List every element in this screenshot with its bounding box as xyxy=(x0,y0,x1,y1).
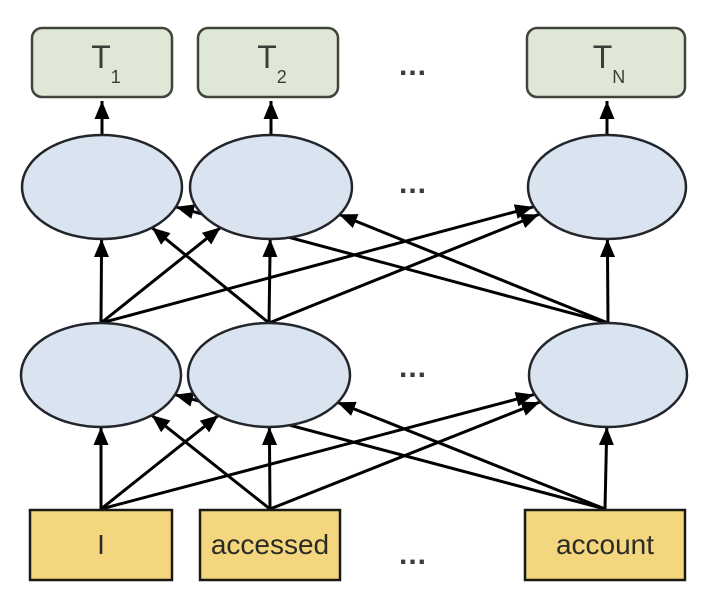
output-label-1-sub: 1 xyxy=(111,67,121,87)
arrow-input-3-to-hidden-bottom-3 xyxy=(598,426,614,510)
hidden-node-bottom-2 xyxy=(186,321,352,429)
ellipsis-hidden-bottom-row: ... xyxy=(399,351,427,384)
arrow-hidden-bottom-1-to-hidden-top-3 xyxy=(100,204,534,325)
output-label-1-main: T xyxy=(91,39,111,75)
output-box-n xyxy=(525,26,687,99)
output-layer: T1 T2 TN ... xyxy=(30,26,687,99)
arrow-hidden-bottom-2-to-hidden-top-2 xyxy=(262,238,278,324)
output-node-n: TN xyxy=(525,26,687,99)
arrow-input-2-to-hidden-bottom-1 xyxy=(150,414,271,511)
arrow-hidden-bottom-3-to-hidden-top-3 xyxy=(600,238,616,324)
input-node-2: accessed xyxy=(198,508,342,582)
input-label-n: account xyxy=(556,529,654,560)
hidden-node-top-2 xyxy=(188,133,354,241)
output-label-n-main: T xyxy=(593,39,613,75)
output-label-2-main: T xyxy=(257,39,277,75)
arrow-input-1-to-hidden-bottom-3 xyxy=(100,391,535,511)
output-node-1: T1 xyxy=(30,26,174,99)
output-box-2 xyxy=(196,26,340,99)
input-box-n xyxy=(523,508,687,582)
input-box-1 xyxy=(28,508,174,582)
arrow-input-1-to-hidden-bottom-2 xyxy=(100,414,220,511)
output-label-2: T2 xyxy=(257,39,287,87)
hidden-node-bottom-1 xyxy=(19,321,183,429)
ellipsis-hidden-top-row: ... xyxy=(399,167,427,200)
hidden-node-top-1 xyxy=(20,133,184,241)
output-box-1 xyxy=(30,26,174,99)
arrow-hidden-bottom-1-to-hidden-top-1 xyxy=(93,238,109,324)
hidden-node-bottom-n xyxy=(527,321,689,429)
input-label-2: accessed xyxy=(211,529,329,560)
input-box-2 xyxy=(198,508,342,582)
input-label-1: I xyxy=(97,529,105,560)
arrow-input-2-to-hidden-bottom-2 xyxy=(262,426,278,510)
input-layer: I accessed account ... xyxy=(28,508,687,582)
hidden-layer-bottom: ... xyxy=(19,321,689,429)
arrow-hidden-bottom-3-to-hidden-top-2 xyxy=(338,213,609,325)
arrow-input-3-to-hidden-bottom-2 xyxy=(336,400,606,511)
hidden-node-top-n xyxy=(526,133,688,241)
output-label-2-sub: 2 xyxy=(277,67,287,87)
hidden-layer-top: ... xyxy=(20,133,688,241)
arrow-hidden-bottom-1-to-hidden-top-2 xyxy=(100,226,222,325)
arrows-layer xyxy=(93,101,616,511)
input-node-n: account xyxy=(523,508,687,582)
ellipsis-output-row: ... xyxy=(399,49,427,82)
output-label-1: T1 xyxy=(91,39,121,87)
ellipsis-input-row: ... xyxy=(399,538,427,571)
output-label-n: TN xyxy=(593,39,626,87)
output-label-n-sub: N xyxy=(612,67,625,87)
output-node-2: T2 xyxy=(196,26,340,99)
arrow-hidden-bottom-2-to-hidden-top-1 xyxy=(150,226,270,325)
input-node-1: I xyxy=(28,508,174,582)
